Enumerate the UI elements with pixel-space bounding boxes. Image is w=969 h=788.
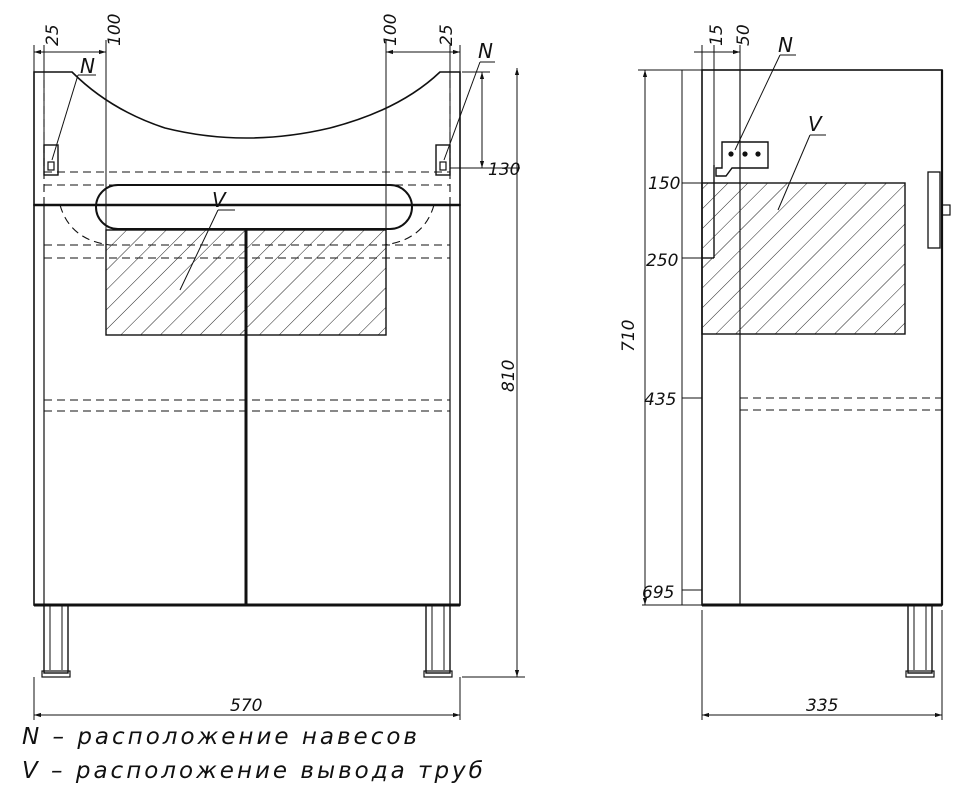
dim-total-width: 570 xyxy=(230,696,262,716)
label-hinge-front-right: N xyxy=(478,39,493,63)
leg-right xyxy=(425,604,451,674)
hinge-bracket xyxy=(715,141,769,177)
side-leg xyxy=(907,604,933,674)
pipe-zone-side xyxy=(701,182,906,335)
dim-right-offset: 25 xyxy=(437,24,457,46)
dim-hinge-height: 130 xyxy=(488,160,520,180)
label-pipes-front: V xyxy=(212,188,227,212)
sink-bowl xyxy=(95,184,413,230)
side-handle xyxy=(927,171,941,249)
leg-left xyxy=(43,604,69,674)
label-hinge-front: N xyxy=(80,54,95,78)
dim-left-width: 100 xyxy=(105,14,125,46)
dim-left-offset: 25 xyxy=(43,24,63,46)
hinge-left xyxy=(43,144,59,176)
dim-height: 710 xyxy=(619,320,639,352)
hinge-right xyxy=(435,144,451,176)
dim-level-1: 150 xyxy=(648,174,680,194)
basin-outline xyxy=(33,71,461,206)
front-dimensions xyxy=(33,40,525,720)
dim-level-4: 695 xyxy=(642,583,674,603)
side-body xyxy=(701,69,943,606)
side-view xyxy=(701,69,951,678)
label-pipes-side: V xyxy=(808,112,823,136)
dim-top-b: 50 xyxy=(734,24,754,46)
dim-total-height: 810 xyxy=(499,360,519,392)
legend-pipes: V – расположение вывода труб xyxy=(22,758,486,784)
legend-hinges: N – расположение навесов xyxy=(22,724,420,750)
dim-depth: 335 xyxy=(806,696,838,716)
label-hinge-side: N xyxy=(778,33,793,57)
dim-level-2: 250 xyxy=(646,251,678,271)
front-view xyxy=(33,71,461,678)
side-dimensions xyxy=(638,45,943,720)
dim-top-a: 15 xyxy=(707,24,727,46)
dim-right-width: 100 xyxy=(381,14,401,46)
dim-level-3: 435 xyxy=(644,390,676,410)
